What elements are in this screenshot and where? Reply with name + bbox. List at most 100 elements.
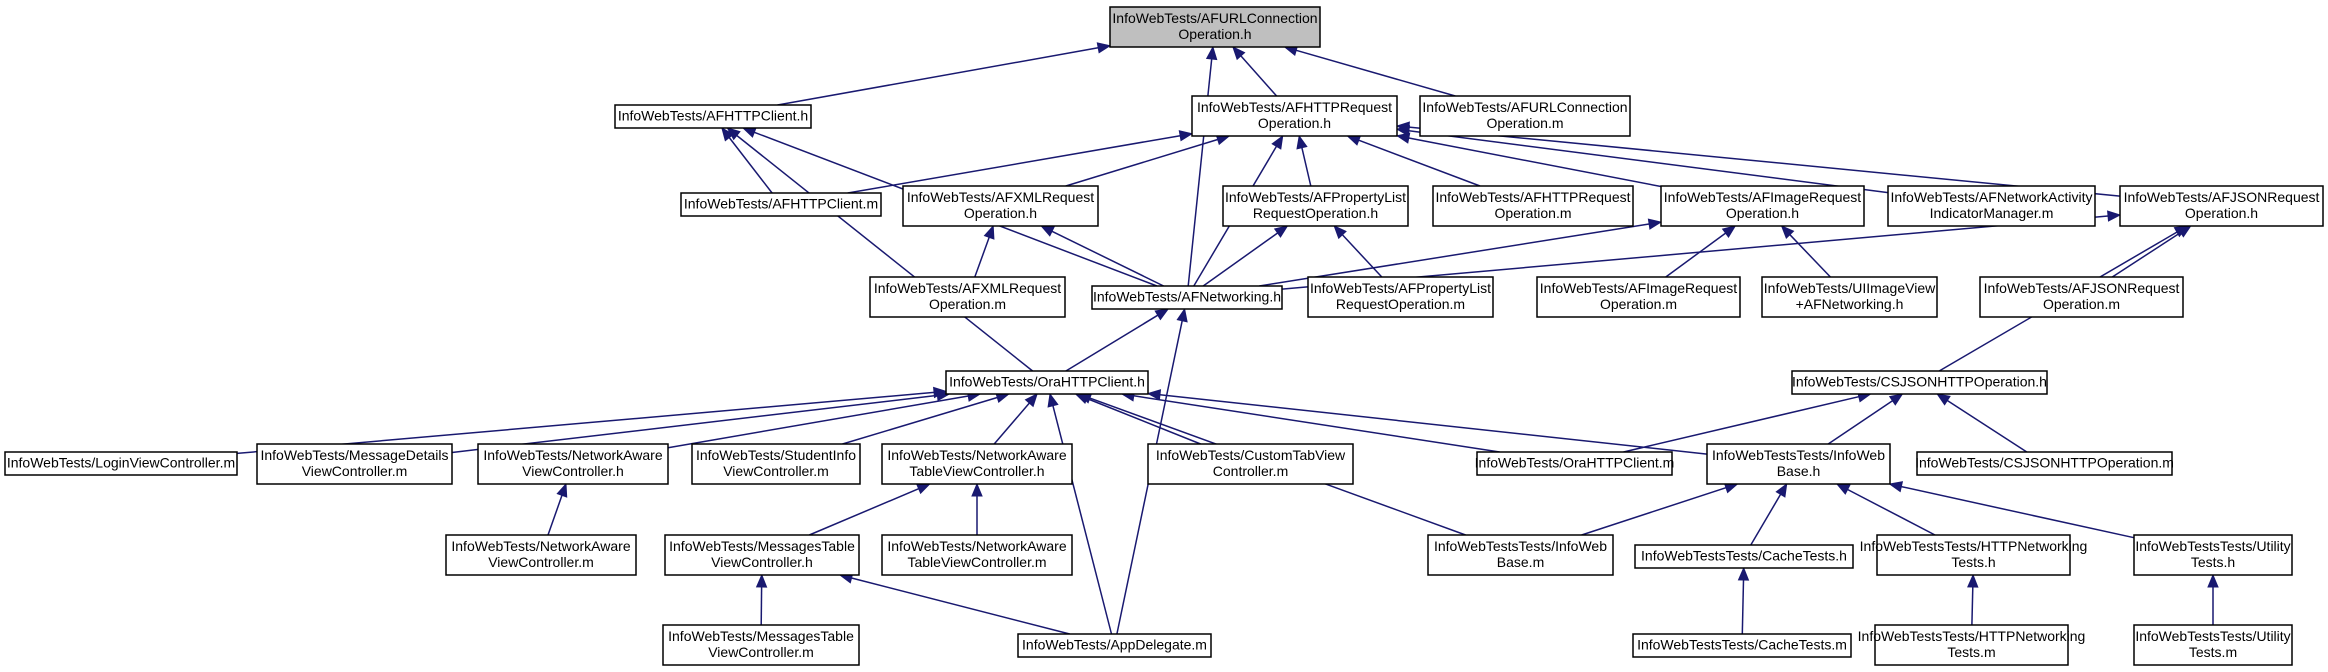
node-label: TableViewController.m <box>907 554 1046 570</box>
node-box[interactable] <box>1147 443 1354 485</box>
node-label: InfoWebTestsTests/CacheTests.h <box>1641 548 1847 564</box>
node-label: Tests.h <box>1951 554 1995 570</box>
node-box[interactable] <box>445 534 637 576</box>
node-box[interactable] <box>1536 276 1741 318</box>
graph-node-n21[interactable]: InfoWebTests/NetworkAwareViewController.… <box>477 443 669 485</box>
graph-node-n29[interactable]: InfoWebTests/MessagesTableViewController… <box>664 534 860 576</box>
graph-node-n1[interactable]: InfoWebTests/AFHTTPClient.h <box>614 104 812 129</box>
graph-node-n9[interactable]: InfoWebTests/AFNetworkActivityIndicatorM… <box>1887 185 2096 227</box>
node-box[interactable] <box>1307 276 1494 318</box>
graph-node-n17[interactable]: InfoWebTests/OraHTTPClient.h <box>945 370 1149 395</box>
node-label: Operation.h <box>1178 26 1251 42</box>
node-label: ViewController.m <box>723 463 829 479</box>
node-box[interactable] <box>1791 370 2048 395</box>
node-box[interactable] <box>1476 451 1673 476</box>
node-box[interactable] <box>1874 624 2069 666</box>
node-box[interactable] <box>1419 95 1631 137</box>
node-box[interactable] <box>256 443 453 485</box>
node-box[interactable] <box>2133 624 2293 666</box>
graph-node-n28[interactable]: InfoWebTests/NetworkAwareViewController.… <box>445 534 637 576</box>
node-box[interactable] <box>1632 633 1852 658</box>
node-box[interactable] <box>945 370 1149 395</box>
graph-node-n23[interactable]: InfoWebTests/NetworkAwareTableViewContro… <box>881 443 1073 485</box>
node-box[interactable] <box>1222 185 1409 227</box>
edge-n9-to-n2 <box>1408 130 1889 194</box>
arrowhead-n38-to-n33 <box>1967 573 1979 588</box>
node-label: Base.h <box>1777 463 1821 479</box>
node-box[interactable] <box>1191 95 1398 137</box>
graph-node-n35[interactable]: InfoWebTests/MessagesTableViewController… <box>662 624 860 666</box>
node-box[interactable] <box>1634 544 1854 569</box>
graph-node-n37[interactable]: InfoWebTestsTests/CacheTests.m <box>1632 633 1852 658</box>
graph-node-n12[interactable]: InfoWebTests/AFNetworking.h <box>1091 285 1283 310</box>
node-box[interactable] <box>614 104 812 129</box>
edge-n23-to-n17 <box>993 402 1030 445</box>
node-box[interactable] <box>1887 185 2096 227</box>
graph-node-n15[interactable]: InfoWebTests/UIImageView+AFNetworking.h <box>1761 276 1938 318</box>
graph-node-n4[interactable]: InfoWebTests/AFHTTPClient.m <box>680 192 882 217</box>
node-label: Operation.m <box>1486 115 1563 131</box>
graph-node-n13[interactable]: InfoWebTests/AFPropertyListRequestOperat… <box>1307 276 1494 318</box>
graph-node-n32[interactable]: InfoWebTestsTests/CacheTests.h <box>1634 544 1854 569</box>
node-label: InfoWebTestsTests/HTTPNetworking <box>1858 628 2086 644</box>
node-label: InfoWebTests/AFHTTPRequest <box>1197 99 1392 115</box>
edge-n19-to-n17 <box>236 391 935 455</box>
graph-node-n18[interactable]: InfoWebTests/CSJSONHTTPOperation.h <box>1791 370 2048 395</box>
node-box[interactable] <box>1706 443 1891 485</box>
graph-node-n20[interactable]: InfoWebTests/MessageDetailsViewControlle… <box>256 443 453 485</box>
node-box[interactable] <box>477 443 669 485</box>
node-box[interactable] <box>1916 451 2173 476</box>
graph-node-n6[interactable]: InfoWebTests/AFPropertyListRequestOperat… <box>1222 185 1409 227</box>
node-box[interactable] <box>1091 285 1283 310</box>
edge-n14-to-n8 <box>1665 232 1727 278</box>
arrowhead-n26-to-n17 <box>1146 389 1162 401</box>
node-box[interactable] <box>662 624 860 666</box>
root-node-box[interactable] <box>1109 6 1321 48</box>
node-box[interactable] <box>680 192 882 217</box>
node-box[interactable] <box>881 443 1073 485</box>
node-box[interactable] <box>869 276 1066 318</box>
graph-node-n36[interactable]: InfoWebTests/AppDelegate.m <box>1017 633 1212 658</box>
node-label: InfoWebTests/AFXMLRequest <box>907 189 1094 205</box>
node-box[interactable] <box>902 185 1099 227</box>
graph-node-n27[interactable]: InfoWebTests/CSJSONHTTPOperation.m <box>1915 451 2174 476</box>
node-box[interactable] <box>1432 185 1634 227</box>
graph-node-n19[interactable]: InfoWebTests/LoginViewController.m <box>4 451 238 476</box>
node-box[interactable] <box>1761 276 1938 318</box>
arrowhead-n1-to-n0 <box>1096 42 1112 54</box>
node-box[interactable] <box>881 534 1073 576</box>
node-label: InfoWebTests/CSJSONHTTPOperation.m <box>1915 455 2174 471</box>
node-box[interactable] <box>1979 276 2184 318</box>
node-box[interactable] <box>4 451 238 476</box>
node-box[interactable] <box>1660 185 1865 227</box>
arrowhead-n26-to-n18 <box>1888 393 1904 406</box>
node-box[interactable] <box>691 443 861 485</box>
node-box[interactable] <box>1017 633 1212 658</box>
node-box[interactable] <box>2133 534 2293 576</box>
graph-node-n30[interactable]: InfoWebTests/NetworkAwareTableViewContro… <box>881 534 1073 576</box>
graph-node-n25[interactable]: InfoWebTests/OraHTTPClient.m <box>1475 451 1675 476</box>
node-box[interactable] <box>1427 534 1614 576</box>
node-box[interactable] <box>664 534 860 576</box>
arrowhead-n10-to-n2 <box>1395 121 1410 133</box>
node-box[interactable] <box>2119 185 2324 227</box>
node-box[interactable] <box>1876 534 2071 576</box>
